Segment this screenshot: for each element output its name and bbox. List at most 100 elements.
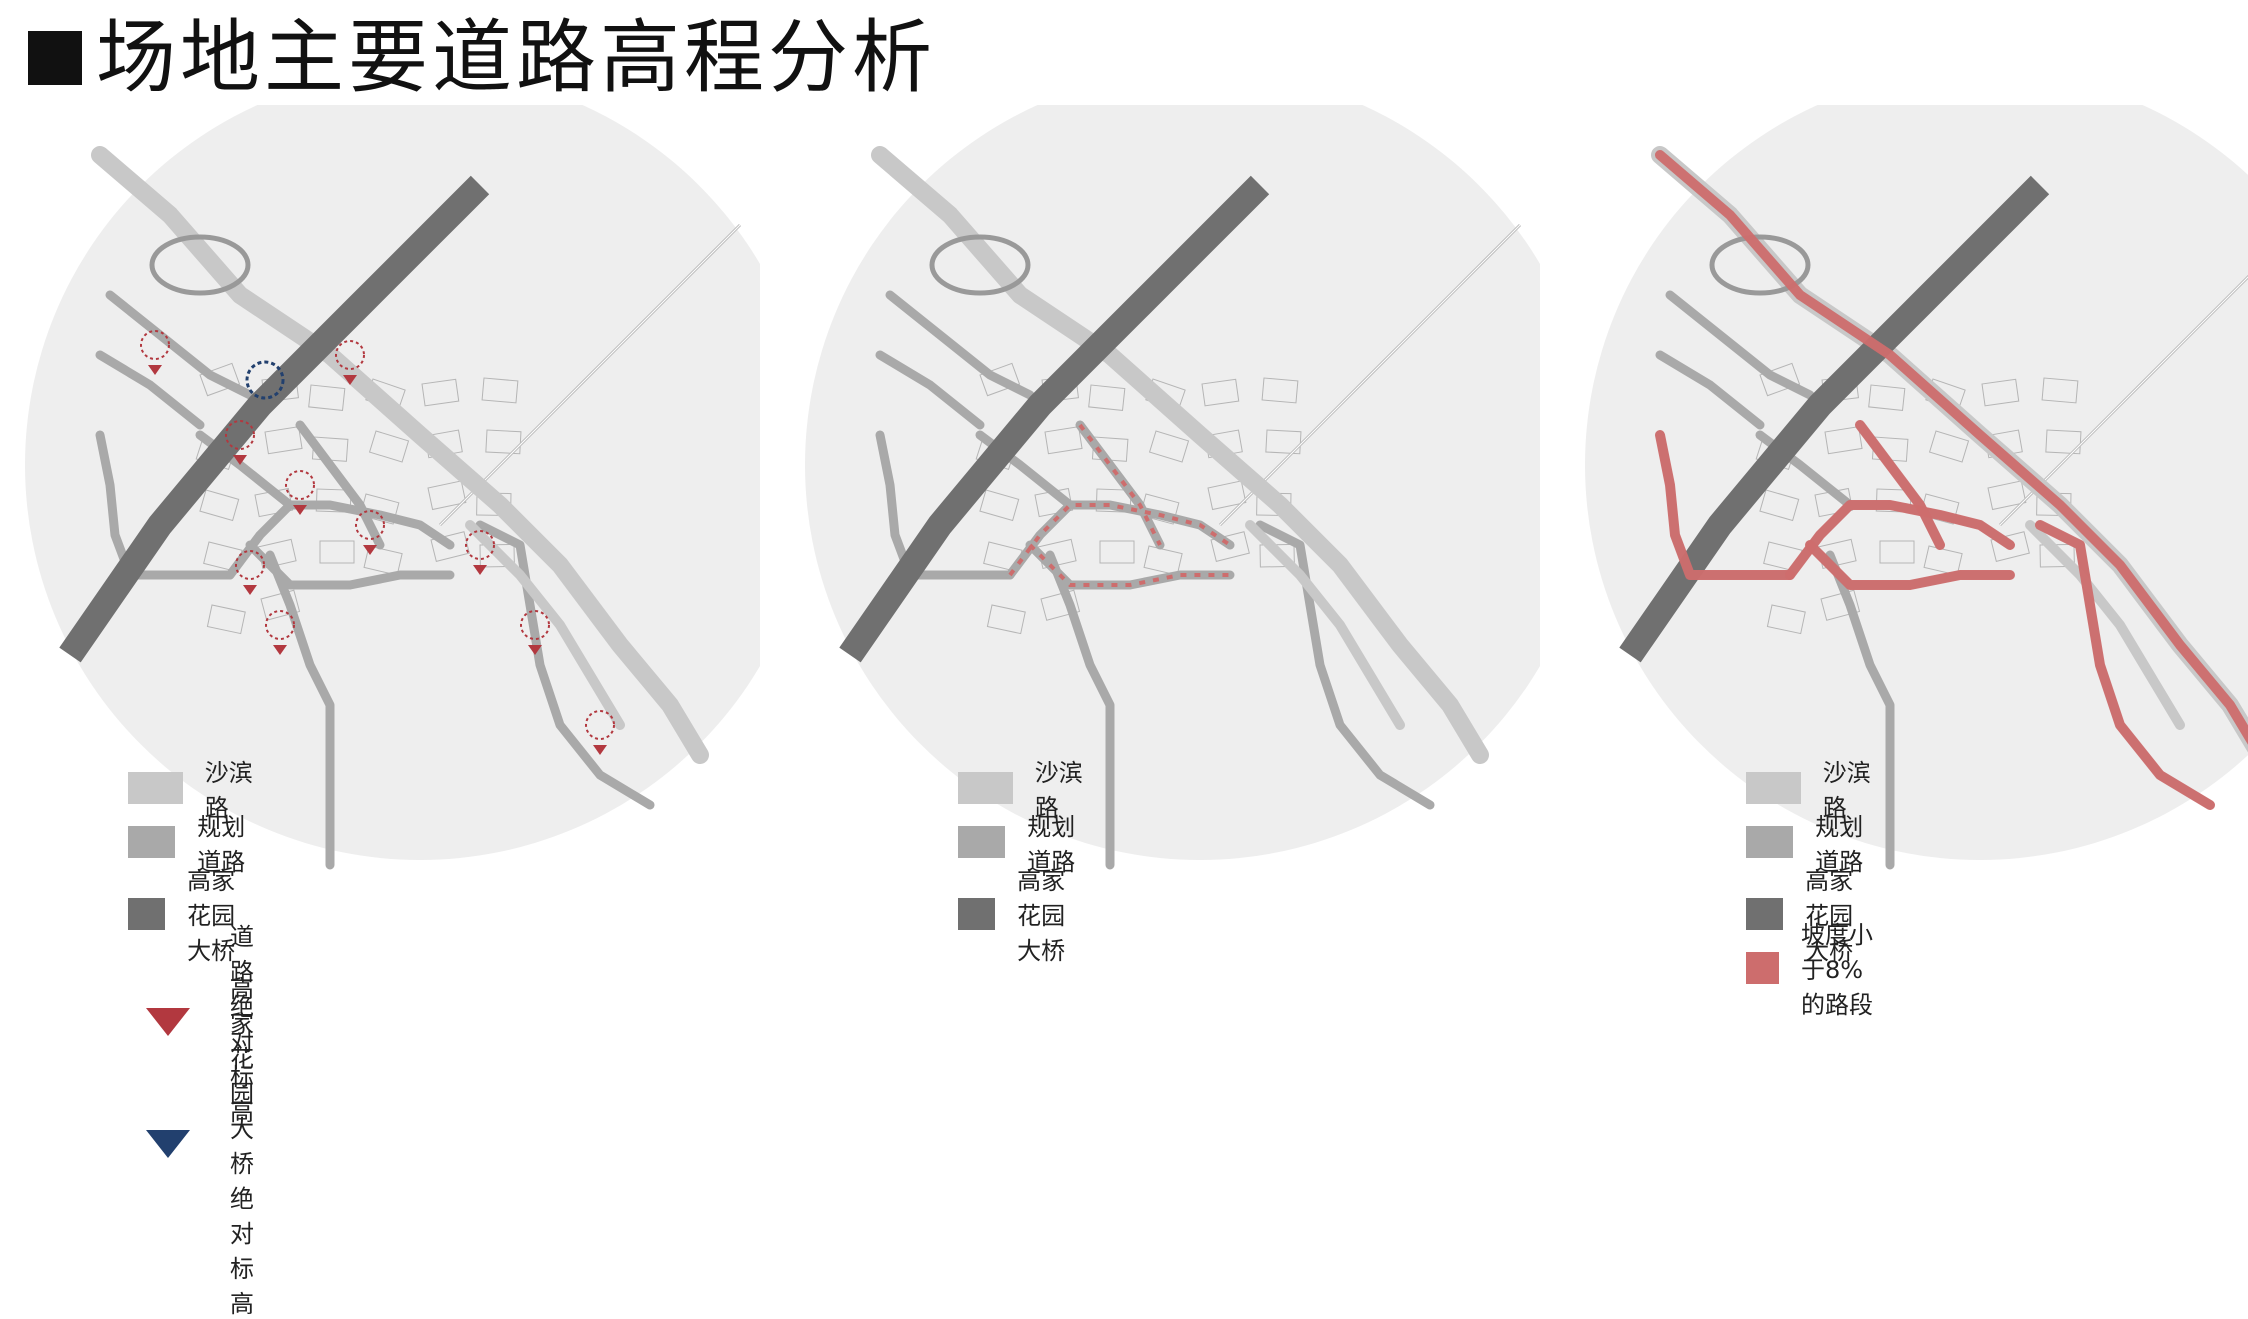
building-outline	[260, 589, 301, 621]
page-title: 场地主要道路高程分析	[28, 12, 936, 104]
building-outline	[427, 480, 467, 511]
road-elevation-triangle-icon	[593, 745, 607, 755]
elevation-point-circle	[265, 610, 295, 640]
gaojia-garden-bridge	[839, 175, 1270, 663]
legend-label: 沙滨路	[1822, 759, 1871, 822]
map-panel-road-sections: 沙滨路 规划道路 高家花园大桥	[780, 105, 1540, 985]
road-elevation-triangle-icon	[273, 645, 287, 655]
road-elevation-triangle-icon	[343, 375, 357, 385]
planned-road	[885, 290, 1035, 400]
legend-swatch	[958, 897, 996, 930]
road-section-marks	[1028, 543, 1230, 587]
building-outline	[1261, 377, 1299, 404]
legend-item-planned-road: 规划道路	[128, 807, 254, 877]
slope-section	[1855, 420, 1945, 550]
building-outline	[199, 362, 241, 397]
building-outline	[1868, 384, 1906, 411]
site-map	[1585, 105, 2248, 870]
legend-label: 高家花园大桥绝对标高	[230, 975, 254, 1318]
planned-road	[95, 350, 205, 430]
building-outline	[308, 384, 346, 411]
building-outline	[368, 430, 410, 463]
road-elevation-triangle-icon	[528, 645, 542, 655]
blue-triangle-icon	[146, 1130, 190, 1158]
legend-swatch	[958, 826, 1006, 858]
site-map	[25, 105, 760, 870]
shabin-road-branch	[465, 520, 625, 730]
building-outline	[1095, 488, 1132, 513]
elevation-point-circle	[235, 550, 265, 580]
title-square-bullet	[28, 31, 82, 85]
building-outline	[2039, 543, 2075, 568]
building-outline	[1259, 543, 1295, 568]
elevation-point-circle	[140, 330, 170, 360]
building-outline	[1879, 540, 1915, 564]
building-outline	[319, 540, 355, 564]
road-section-marks	[1078, 423, 1162, 546]
building-outline	[1201, 378, 1240, 407]
building-outline	[264, 426, 303, 455]
shabin-road-branch	[2025, 520, 2185, 730]
slope-section	[1785, 500, 2015, 580]
building-outline	[1766, 604, 1806, 635]
elevation-point-circle	[225, 420, 255, 450]
gaojia-garden-bridge	[59, 175, 490, 663]
legend-label: 高家花园大桥	[187, 867, 236, 965]
planned-road	[225, 500, 455, 580]
legend-label: 规划道路	[1027, 813, 1076, 876]
site-circle-background	[1585, 105, 2248, 860]
legend-item-planned-road: 规划道路	[958, 807, 1084, 877]
building-outline	[1981, 378, 2020, 407]
building-outline	[2041, 377, 2079, 404]
building-outline	[421, 378, 460, 407]
site-circle-background	[25, 105, 760, 860]
building-outline	[1044, 426, 1083, 455]
building-outline	[1824, 426, 1863, 455]
legend-item-bridge: 高家花园大桥	[958, 861, 1084, 966]
site-circle-background	[805, 105, 1540, 860]
road-elevation-triangle-icon	[243, 585, 257, 595]
elevation-point-circle	[355, 510, 385, 540]
building-outline	[481, 377, 519, 404]
planned-road	[105, 290, 255, 400]
shabin-road	[871, 146, 1489, 764]
building-outline	[1040, 589, 1081, 621]
planned-road	[475, 520, 655, 810]
legend-swatch	[1746, 772, 1801, 804]
bridge-elevation-circle	[245, 360, 285, 400]
title-text: 场地主要道路高程分析	[96, 11, 936, 104]
legend-swatch	[128, 897, 166, 930]
legend-item-shabin-road: 沙滨路	[958, 753, 1084, 823]
planned-road	[1825, 550, 1895, 870]
legend-label: 沙滨路	[1034, 759, 1083, 822]
legend-label: 高家花园大桥	[1017, 867, 1066, 965]
map-panel-slope: 沙滨路 规划道路 高家花园大桥 坡度小于8%的路段	[1560, 105, 2248, 1019]
legend-swatch	[1746, 897, 1784, 930]
building-outline	[1148, 430, 1190, 463]
planned-road	[1045, 550, 1115, 870]
legend-swatch	[1746, 951, 1780, 984]
slope-section	[1655, 430, 1795, 580]
interchange-loop	[149, 234, 251, 296]
building-outline	[206, 604, 246, 635]
building-outline	[979, 362, 1021, 397]
legend-item-shabin-road: 沙滨路	[1746, 753, 1872, 823]
rail-line-inner	[1219, 224, 1521, 526]
elevation-point-circle	[585, 710, 615, 740]
site-map	[805, 105, 1540, 870]
building-outline	[1820, 589, 1861, 621]
building-outline	[430, 531, 470, 562]
legend-label: 坡度小于8%的路段	[1801, 921, 1874, 1019]
interchange-loop	[1709, 234, 1811, 296]
planned-road	[1655, 350, 1765, 430]
planned-road	[265, 550, 335, 870]
road-elevation-triangle-icon	[233, 455, 247, 465]
slope-section	[2035, 520, 2215, 810]
building-outline	[1099, 540, 1135, 564]
building-outline	[1990, 531, 2030, 562]
elevation-point-circle	[285, 470, 315, 500]
building-outline	[1987, 480, 2027, 511]
rail-line-inner	[1999, 276, 2248, 526]
legend-label: 沙滨路	[204, 759, 253, 822]
building-outline	[1923, 545, 1963, 576]
